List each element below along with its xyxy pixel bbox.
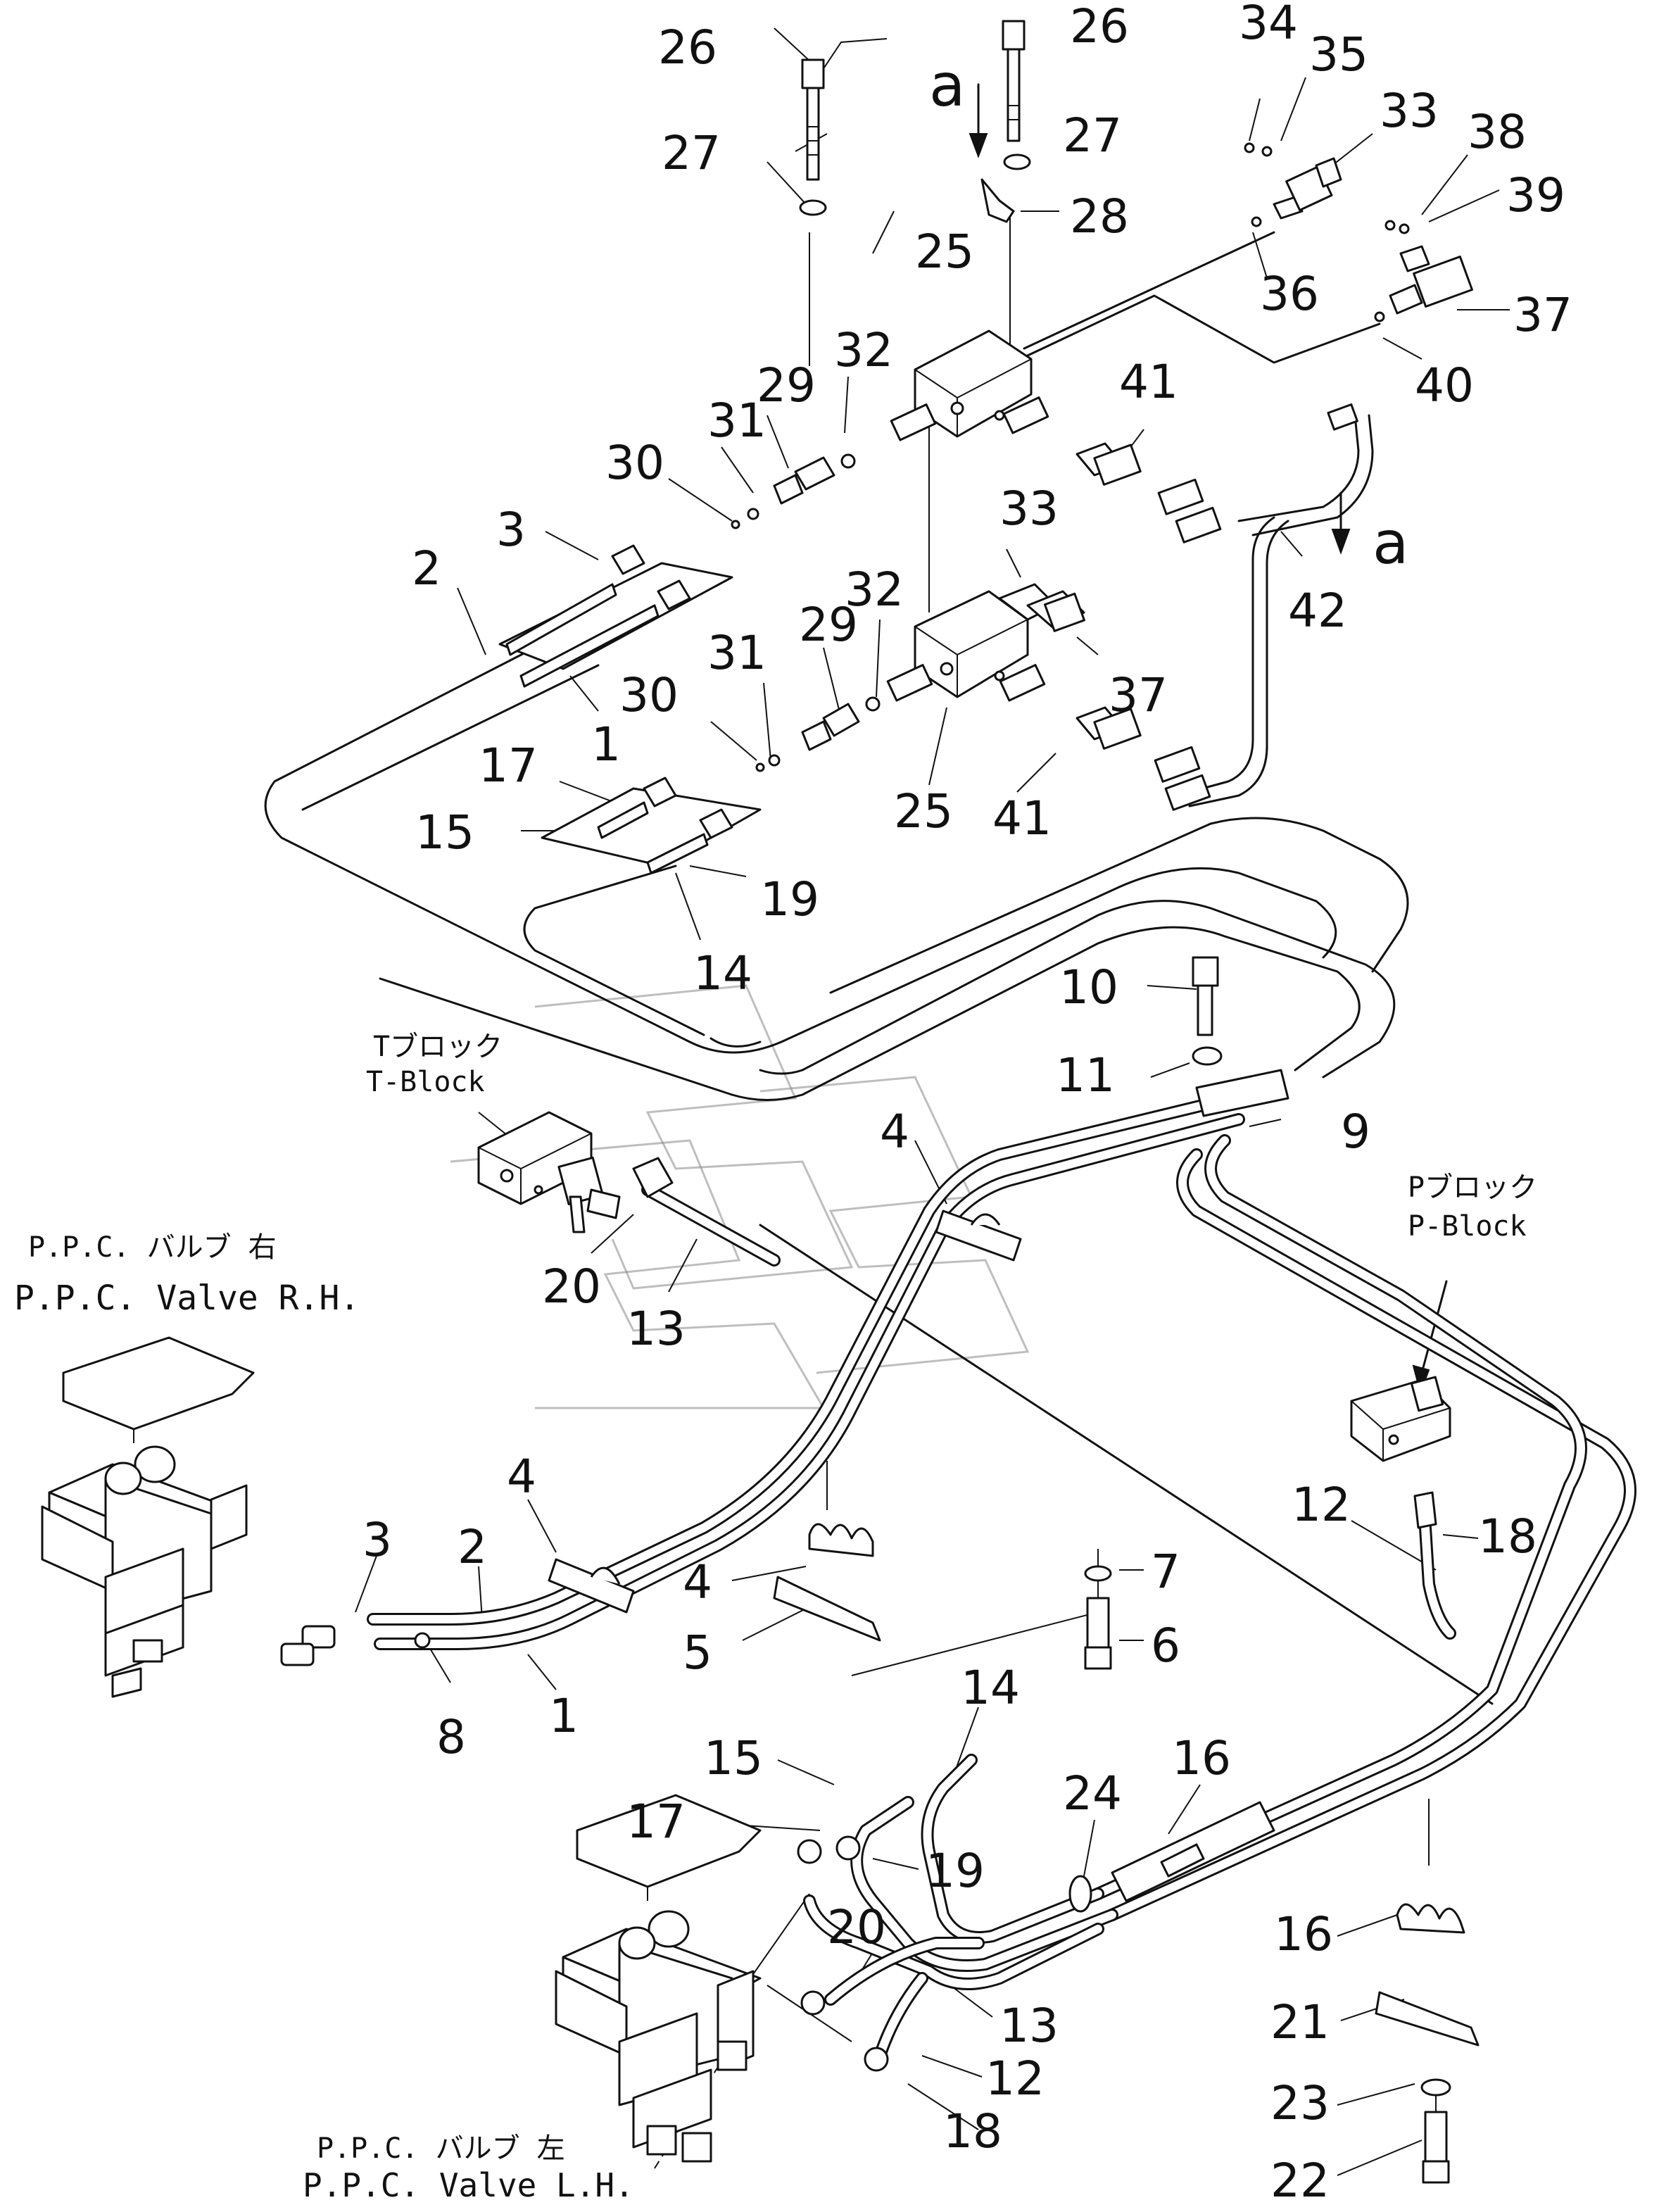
t-block [477, 1111, 621, 1233]
callout-16: 16 [1172, 1731, 1231, 1785]
p-block-caption-jp: Pブロック [1408, 1171, 1537, 1204]
callout-36: 36 [1260, 267, 1319, 321]
callout-25: 25 [894, 784, 953, 838]
callout-39: 39 [1506, 168, 1565, 222]
callout-8: 8 [436, 1710, 466, 1764]
callout-26: 26 [658, 20, 717, 75]
callout-18: 18 [1478, 1509, 1537, 1564]
ppc-rh-caption-jp: P.P.C. バルブ 右 [28, 1231, 277, 1264]
callout-3: 3 [496, 503, 526, 557]
sensor-41-upper [1075, 403, 1358, 543]
callout-20: 20 [827, 1900, 886, 1954]
callout-37: 37 [1109, 668, 1168, 722]
callout-40: 40 [1415, 358, 1474, 413]
callout-38: 38 [1468, 105, 1527, 159]
hose-bundle [367, 1092, 1636, 2062]
ppc-lh-caption-en: P.P.C. Valve L.H. [303, 2166, 634, 2204]
watermark-logo [450, 984, 1030, 1409]
ppc-lh-caption-jp: P.P.C. バルブ 左 [317, 2132, 565, 2165]
callout-31: 31 [707, 626, 767, 680]
callout-10: 10 [1059, 960, 1118, 1014]
callout-41: 41 [1119, 355, 1178, 409]
callout-21: 21 [1270, 1995, 1330, 2049]
callout-23: 23 [1270, 2076, 1330, 2130]
callout-26: 26 [1070, 0, 1129, 54]
callout-34: 34 [1239, 0, 1298, 50]
callout-33: 33 [1380, 84, 1439, 138]
callout-33: 33 [999, 482, 1059, 536]
callout-14: 14 [961, 1661, 1020, 1715]
ppc-valve-lh [555, 1794, 762, 2163]
callout-20: 20 [542, 1259, 601, 1314]
callout-28: 28 [1070, 189, 1129, 244]
sensor-41-lower [1075, 706, 1211, 811]
callout-25: 25 [915, 225, 974, 279]
callout-22: 22 [1270, 2154, 1330, 2208]
callout-37: 37 [1513, 288, 1572, 342]
callout-27: 27 [662, 126, 721, 180]
callout-4: 4 [880, 1105, 909, 1159]
callout-30: 30 [605, 436, 664, 490]
bolt-26-right [1002, 20, 1026, 142]
callout-7: 7 [1151, 1545, 1180, 1599]
callout-1: 1 [549, 1689, 579, 1743]
elbow-37 [1389, 245, 1473, 315]
callout-19: 19 [760, 872, 819, 926]
t-block-caption-jp: Tブロック [373, 1031, 503, 1063]
callout-17: 17 [626, 1795, 686, 1849]
callout-14: 14 [693, 946, 752, 1000]
callout-27: 27 [1063, 108, 1122, 163]
captions: Tブロック T-Block Pブロック P-Block P.P.C. バルブ 右… [14, 51, 1537, 2204]
callout-11: 11 [1056, 1048, 1115, 1102]
callout-5: 5 [683, 1626, 712, 1680]
view-marker-top: a [929, 51, 965, 120]
bolt-26-left [801, 58, 825, 181]
callout-32: 32 [845, 563, 904, 617]
callout-13: 13 [999, 1999, 1059, 2053]
callout-13: 13 [626, 1302, 686, 1356]
callout-12: 12 [985, 2051, 1045, 2106]
callout-3: 3 [362, 1513, 392, 1567]
callout-24: 24 [1063, 1766, 1122, 1821]
callout-4: 4 [507, 1450, 536, 1504]
callout-2: 2 [412, 541, 441, 596]
callout-numbers: 26 26 27 27 28 34 35 33 38 39 36 37 40 2… [362, 0, 1572, 2208]
callout-41: 41 [992, 791, 1052, 846]
p-block [1350, 1376, 1451, 1529]
callout-2: 2 [458, 1520, 487, 1574]
parts [280, 20, 1480, 2184]
callout-30: 30 [619, 668, 679, 722]
callout-9: 9 [1341, 1105, 1370, 1159]
callout-19: 19 [926, 1844, 985, 1898]
view-marker-right: a [1373, 508, 1408, 577]
block-25-lower [886, 583, 1085, 702]
callout-15: 15 [704, 1731, 763, 1785]
p-block-caption-en: P-Block [1408, 1210, 1527, 1243]
callout-1: 1 [591, 717, 621, 772]
callout-12: 12 [1292, 1478, 1351, 1532]
callout-32: 32 [834, 323, 893, 377]
elbow-33 [1273, 157, 1342, 220]
callout-31: 31 [707, 394, 767, 448]
callout-35: 35 [1309, 27, 1368, 82]
callout-18: 18 [943, 2104, 1002, 2158]
callout-4: 4 [683, 1555, 712, 1609]
callout-6: 6 [1151, 1619, 1180, 1673]
block-25-upper [890, 329, 1049, 441]
callout-16: 16 [1274, 1907, 1333, 1961]
callout-15: 15 [415, 805, 474, 860]
callout-17: 17 [479, 739, 538, 793]
ppc-valve-rh [41, 1336, 255, 1698]
callout-29: 29 [757, 358, 816, 413]
ppc-rh-caption-en: P.P.C. Valve R.H. [14, 1278, 360, 1318]
callout-29: 29 [799, 598, 858, 652]
callout-42: 42 [1288, 584, 1347, 638]
t-block-caption-en: T-Block [366, 1066, 485, 1098]
